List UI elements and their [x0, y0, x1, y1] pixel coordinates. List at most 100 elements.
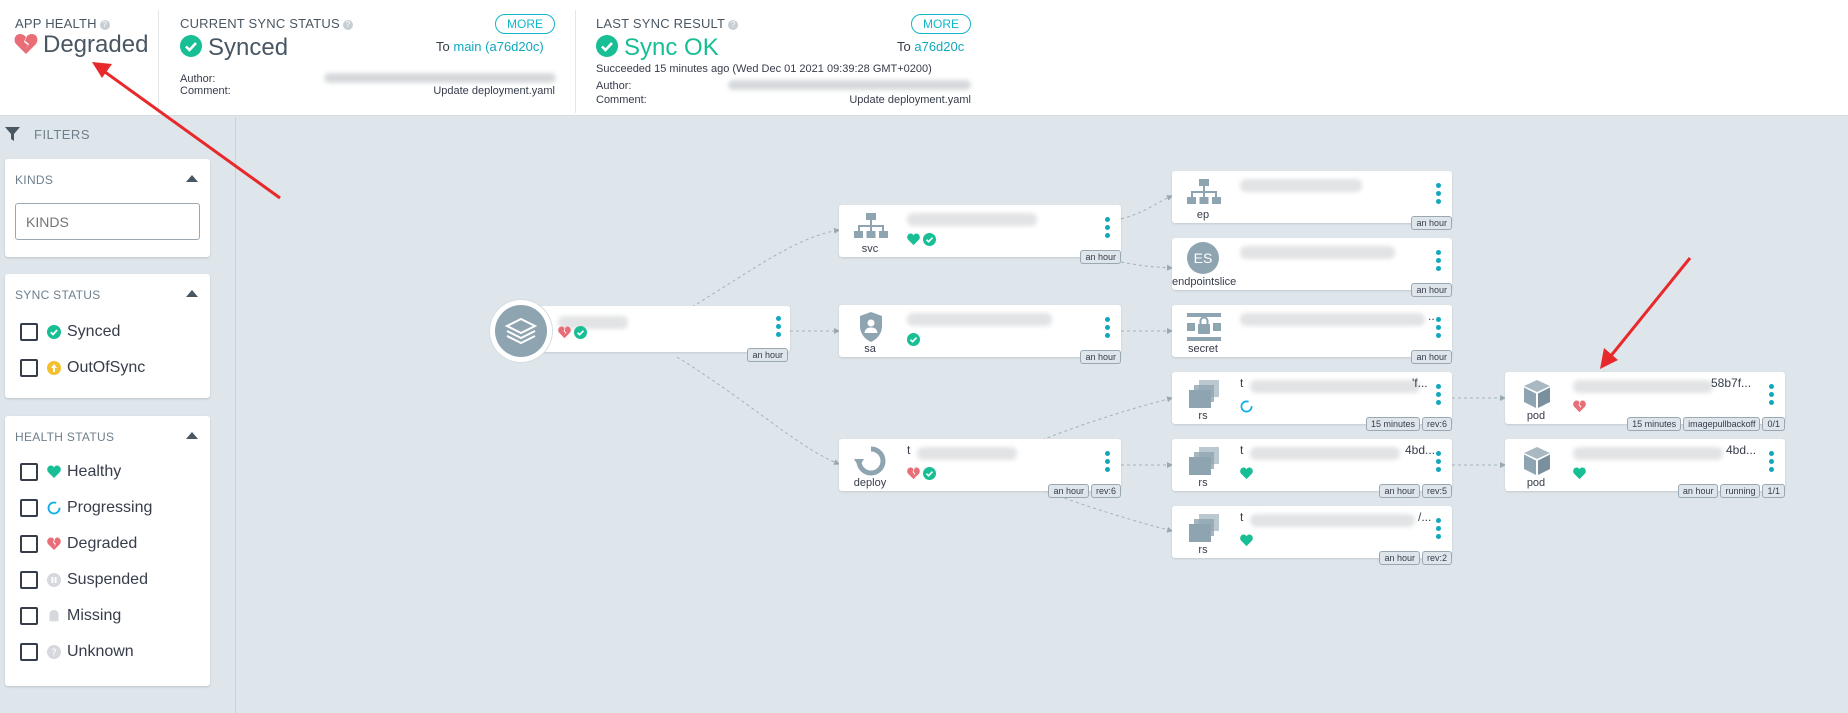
node-status: [907, 233, 936, 246]
last-sync-target: To a76d20c: [897, 39, 965, 54]
healthy-heart-icon: [1240, 467, 1253, 480]
checkbox[interactable]: [20, 499, 38, 517]
kinds-input[interactable]: [15, 203, 200, 240]
last-sync-target-link[interactable]: a76d20c: [914, 39, 965, 54]
tag: an hour: [1379, 484, 1420, 498]
tag: rev:6: [1421, 417, 1452, 431]
collapse-caret-icon[interactable]: [186, 432, 198, 439]
node-tags: an hour: [1080, 350, 1121, 364]
replicaset-icon: [1189, 380, 1219, 408]
checkbox[interactable]: [20, 463, 38, 481]
sync-status-more-button[interactable]: MORE: [495, 14, 555, 34]
node-menu-button[interactable]: [1436, 250, 1442, 274]
checkbox[interactable]: [20, 571, 38, 589]
node-menu-button[interactable]: [1436, 317, 1442, 341]
help-icon[interactable]: ?: [99, 20, 110, 30]
node-kind-label: ep: [1196, 209, 1210, 221]
checkbox[interactable]: [20, 359, 38, 377]
node-name-suffix: 4bd...: [1405, 443, 1436, 457]
node-status: [1573, 400, 1586, 413]
collapse-caret-icon[interactable]: [186, 175, 198, 182]
node-tags: an hour: [747, 348, 788, 362]
last-sync-more-button[interactable]: MORE: [911, 14, 971, 34]
root-node-card[interactable]: an hour: [520, 306, 790, 362]
checkbox[interactable]: [20, 607, 38, 625]
node-status: [1240, 534, 1253, 547]
resource-node-ep[interactable]: ep an hour: [1172, 171, 1452, 230]
checkbox[interactable]: [20, 643, 38, 661]
edge: [1041, 489, 1173, 533]
app-health-panel: APP HEALTH? Degraded: [0, 0, 160, 116]
node-name: t: [1240, 510, 1244, 524]
redacted-name: [907, 213, 1037, 226]
checkbox[interactable]: [20, 323, 38, 341]
last-sync-title: LAST SYNC RESULT?: [596, 16, 739, 31]
node-menu-button[interactable]: [1769, 384, 1775, 408]
redacted-name: [1250, 380, 1420, 393]
ghost-icon: [49, 610, 59, 622]
filters-sidebar: FILTERS KINDS SYNC STATUS Synced OutOfSy…: [0, 117, 236, 713]
resource-node-svc[interactable]: svc an hour: [839, 205, 1121, 264]
secret-lock-icon: [1187, 313, 1221, 341]
node-menu-button[interactable]: [1105, 217, 1111, 241]
healthy-heart-icon: [1240, 534, 1253, 547]
tag: 15 minutes: [1365, 417, 1420, 431]
node-menu-button[interactable]: [1105, 451, 1111, 475]
node-menu-button[interactable]: [1436, 384, 1442, 408]
node-name: t: [1240, 376, 1244, 390]
synced-icon: [574, 326, 587, 339]
filters-label: FILTERS: [34, 127, 90, 142]
comment-value: Update deployment.yaml: [849, 94, 971, 106]
comment-label: Comment:: [180, 85, 231, 97]
node-menu-button[interactable]: [1105, 317, 1111, 341]
option-label: Synced: [67, 323, 121, 340]
filters-header[interactable]: FILTERS: [5, 127, 90, 142]
node-menu-button[interactable]: [1769, 451, 1775, 475]
node-menu-button[interactable]: [1436, 183, 1442, 207]
node-kind-label: deploy: [853, 477, 887, 489]
broken-heart-icon: [14, 34, 38, 54]
sync-target-link[interactable]: main (a76d20c): [453, 39, 544, 54]
sync-status-value: Synced: [208, 34, 289, 61]
node-tags: an hour: [1080, 250, 1121, 264]
comment-value: Update deployment.yaml: [433, 85, 555, 97]
help-icon[interactable]: ?: [342, 20, 353, 30]
tag: an hour: [1411, 350, 1452, 364]
node-menu-button[interactable]: [1436, 451, 1442, 475]
node-menu-button[interactable]: [776, 316, 782, 340]
root-node-circle: [490, 300, 552, 362]
tag: an hour: [1677, 484, 1719, 498]
node-kind-label: endpointslice: [1172, 276, 1237, 288]
help-icon[interactable]: ?: [728, 20, 739, 30]
resource-node-sa[interactable]: sa an hour: [839, 305, 1121, 364]
redacted-name: [1250, 447, 1400, 460]
sync-status-filter-title: SYNC STATUS: [15, 288, 101, 302]
node-menu-button[interactable]: [1436, 518, 1442, 542]
last-sync-panel: LAST SYNC RESULT? MORE Sync OK To a76d20…: [576, 0, 976, 116]
resource-node-endpointslice[interactable]: ES endpointslice an hour: [1172, 238, 1452, 297]
collapse-caret-icon[interactable]: [186, 290, 198, 297]
node-kind-label: svc: [861, 243, 879, 255]
divider: [158, 10, 159, 113]
redacted-name: [1573, 380, 1713, 393]
sync-status-target: To main (a76d20c): [436, 39, 544, 54]
checkbox[interactable]: [20, 535, 38, 553]
progressing-icon: [1240, 400, 1253, 413]
option-label: Healthy: [67, 463, 122, 480]
outofsync-icon: [47, 361, 61, 375]
node-name-suffix: 58b7f...: [1711, 376, 1752, 390]
resource-tree-graph[interactable]: an hour svc an hour sa an hour deplo: [237, 117, 1848, 713]
resource-node-secret[interactable]: secret .. an hour: [1172, 305, 1452, 364]
node-kind-label: pod: [1526, 410, 1546, 422]
node-kind-label: pod: [1526, 477, 1546, 489]
application-root-node[interactable]: an hour: [490, 300, 790, 362]
node-tags: an hour: [1411, 216, 1452, 230]
healthy-heart-icon: [907, 233, 920, 246]
